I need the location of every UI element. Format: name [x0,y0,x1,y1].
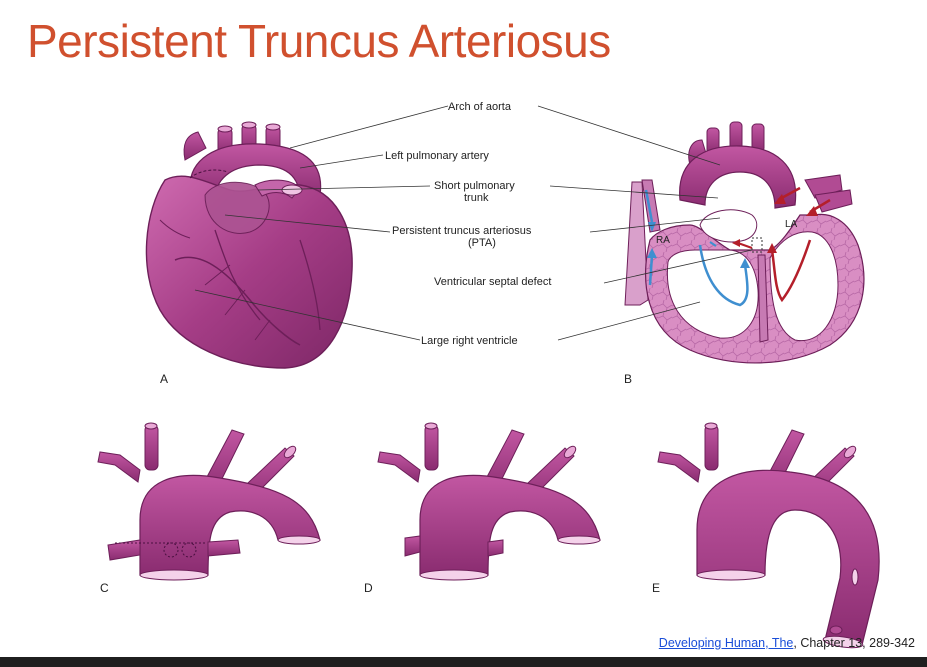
panel-label-b: B [624,372,632,386]
citation: Developing Human, The, Chapter 13, 289-3… [659,636,915,650]
bottom-bar [0,657,927,667]
label-arch-of-aorta: Arch of aorta [448,101,512,113]
panel-label-a: A [160,372,168,386]
truncus-type-c [97,422,321,581]
leader-lines [194,105,753,341]
panel-label-d: D [364,581,373,595]
slide-title: Persistent Truncus Arteriosus [27,15,611,67]
label-left-pulmonary-artery: Left pulmonary artery [385,150,489,162]
label-persistent-truncus: Persistent truncus arteriosus [392,225,532,237]
label-la: LA [785,219,798,230]
label-pta: (PTA) [468,237,496,249]
label-ra: RA [656,235,670,246]
label-vsd: Ventricular septal defect [434,276,551,288]
citation-rest: , Chapter 13, 289-342 [793,636,915,650]
truncus-type-d [377,422,601,581]
panel-label-c: C [100,581,109,595]
label-short-pulmonary: Short pulmonary [434,180,515,192]
label-large-right-ventricle: Large right ventricle [421,335,518,347]
heart-external [145,121,353,369]
panel-label-e: E [652,581,660,595]
label-trunk: trunk [464,192,489,204]
citation-link[interactable]: Developing Human, The [658,636,794,650]
truncus-type-e [657,422,880,649]
